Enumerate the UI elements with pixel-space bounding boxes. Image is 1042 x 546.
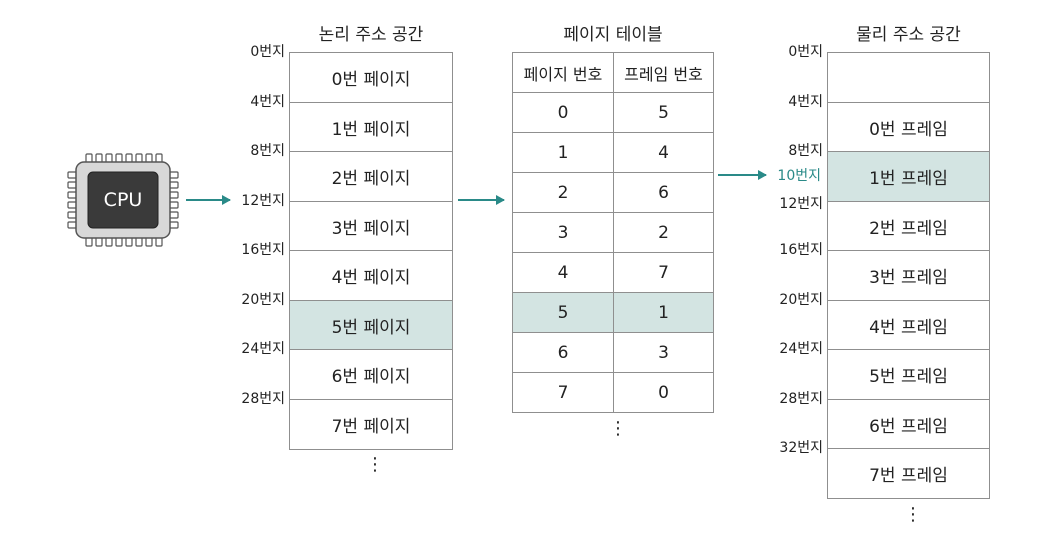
page-number-cell: 6 [512, 332, 614, 373]
page-table-more-indicator: ⋮ [609, 418, 627, 439]
page-number-cell: 3 [512, 212, 614, 253]
physical-accessed-address: 10번지 [777, 168, 821, 184]
logical-page-cell: 7번 페이지 [289, 399, 453, 450]
page-number-cell: 2 [512, 172, 614, 213]
physical-address-label: 24번지 [779, 341, 823, 357]
logical-page-cell: 4번 페이지 [289, 250, 453, 301]
page-number-cell: 7 [512, 372, 614, 413]
page-number-cell: 5 [512, 292, 614, 333]
arrow-logical-to-table [458, 195, 505, 205]
physical-address-label: 0번지 [788, 44, 823, 60]
frame-number-cell: 5 [613, 92, 714, 133]
physical-frame-cell: 7번 프레임 [827, 448, 990, 499]
physical-frame-cell: 6번 프레임 [827, 399, 990, 450]
frame-number-cell: 2 [613, 212, 714, 253]
logical-address-label: 12번지 [241, 193, 285, 209]
frame-number-cell: 1 [613, 292, 714, 333]
physical-frame-cell: 1번 프레임 [827, 151, 990, 202]
logical-space-title: 논리 주소 공간 [318, 25, 424, 45]
arrow-table-to-physical [718, 170, 767, 180]
physical-frame-cell: 3번 프레임 [827, 250, 990, 301]
logical-address-label: 20번지 [241, 292, 285, 308]
logical-page-cell: 2번 페이지 [289, 151, 453, 202]
logical-address-label: 16번지 [241, 242, 285, 258]
physical-address-label: 12번지 [779, 196, 823, 212]
physical-space-title: 물리 주소 공간 [856, 25, 961, 45]
physical-address-label: 28번지 [779, 391, 823, 407]
logical-address-label: 8번지 [250, 143, 285, 159]
logical-page-cell: 5번 페이지 [289, 300, 453, 351]
physical-frame-cell: 4번 프레임 [827, 300, 990, 351]
page-number-cell: 0 [512, 92, 614, 133]
logical-page-cell: 0번 페이지 [289, 52, 453, 103]
logical-page-cell: 3번 페이지 [289, 201, 453, 252]
logical-page-cell: 1번 페이지 [289, 102, 453, 153]
frame-number-cell: 7 [613, 252, 714, 293]
page-number-cell: 1 [512, 132, 614, 173]
physical-address-label: 20번지 [779, 292, 823, 308]
physical-frame-cell [827, 52, 990, 103]
physical-more-indicator: ⋮ [904, 504, 922, 525]
cpu-chip-icon [67, 153, 179, 247]
cpu-chip: CPU [66, 152, 180, 248]
frame-number-cell: 3 [613, 332, 714, 373]
logical-address-label: 4번지 [250, 94, 285, 110]
logical-more-indicator: ⋮ [366, 454, 384, 475]
page-table-header-page: 페이지 번호 [512, 52, 614, 93]
logical-address-label: 28번지 [241, 391, 285, 407]
page-table-title: 페이지 테이블 [563, 25, 663, 45]
physical-address-label: 4번지 [788, 94, 823, 110]
physical-address-label: 16번지 [779, 242, 823, 258]
frame-number-cell: 6 [613, 172, 714, 213]
physical-frame-cell: 5번 프레임 [827, 349, 990, 400]
arrow-cpu-to-logical [186, 195, 231, 205]
physical-address-label: 8번지 [788, 143, 823, 159]
logical-page-cell: 6번 페이지 [289, 349, 453, 400]
physical-frame-cell: 0번 프레임 [827, 102, 990, 153]
page-number-cell: 4 [512, 252, 614, 293]
frame-number-cell: 4 [613, 132, 714, 173]
logical-address-label: 24번지 [241, 341, 285, 357]
page-table-header-frame: 프레임 번호 [613, 52, 714, 93]
logical-address-label: 0번지 [250, 44, 285, 60]
physical-frame-cell: 2번 프레임 [827, 201, 990, 252]
cpu-label: CPU [103, 189, 143, 211]
physical-address-label: 32번지 [779, 440, 823, 456]
frame-number-cell: 0 [613, 372, 714, 413]
